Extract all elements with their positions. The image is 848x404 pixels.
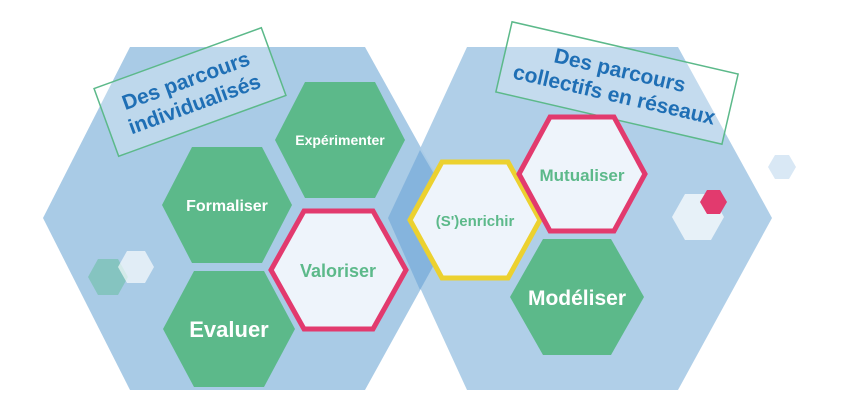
hexagon-enrichir-label: (S')enrichir <box>436 213 515 230</box>
hexagon-experimenter-label: Expérimenter <box>295 132 385 148</box>
hexagon-experimenter: Expérimenter <box>275 82 405 198</box>
hexagon-mutualiser: Mutualiser <box>516 114 648 234</box>
hexagon-evaluer: Evaluer <box>163 271 295 387</box>
hexagon-valoriser: Valoriser <box>268 208 409 332</box>
hexagon-enrichir: (S')enrichir <box>407 159 543 281</box>
hexagon-modeliser: Modéliser <box>510 239 644 355</box>
hexagon-formaliser: Formaliser <box>162 147 292 263</box>
decor-hexagon-white-left <box>118 251 154 283</box>
hexagon-mutualiser-label: Mutualiser <box>539 166 624 185</box>
decor-hexagon-teal <box>88 259 128 295</box>
hexagon-evaluer-label: Evaluer <box>189 317 269 342</box>
decor-hexagon-pink <box>700 190 727 214</box>
hexagon-valoriser-label: Valoriser <box>300 261 376 281</box>
hexagon-formaliser-label: Formaliser <box>186 198 268 215</box>
decor-hexagon-faint <box>768 155 796 179</box>
hexagon-modeliser-label: Modéliser <box>528 287 626 310</box>
